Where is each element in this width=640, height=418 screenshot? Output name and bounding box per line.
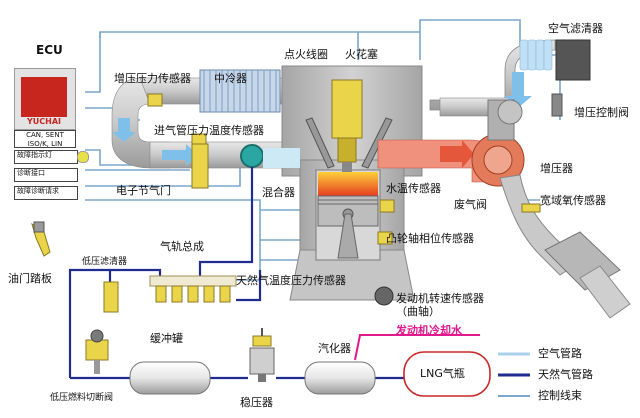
label-vaporizer: 汽化器 xyxy=(318,342,351,355)
ecu-diagnostic-port: 诊断接口 xyxy=(14,168,78,182)
label-regulator: 稳压器 xyxy=(240,396,273,409)
label-mixer: 混合器 xyxy=(262,186,295,199)
label-ng-temp-pressure-sensor: 天然气温度压力传感器 xyxy=(236,274,346,287)
vaporizer xyxy=(304,361,376,395)
buffer-tank xyxy=(129,361,211,395)
label-buffer-tank: 缓冲罐 xyxy=(150,332,183,345)
engine-speed-sensor xyxy=(374,286,394,306)
lng-bottle xyxy=(403,351,491,397)
label-coolant: 发动机冷却水 xyxy=(396,324,462,337)
cam-sensor xyxy=(377,231,393,245)
regulator xyxy=(249,328,275,382)
shutoff-valve xyxy=(85,329,109,374)
label-air-filter: 空气滤清器 xyxy=(548,22,603,35)
exhaust-downpipe xyxy=(499,174,631,319)
label-lng-bottle: LNG气瓶 xyxy=(420,367,465,380)
ecu-fault-indicator: 故障指示灯 xyxy=(14,150,89,164)
rail-assembly xyxy=(149,275,237,303)
boost-control-valve xyxy=(551,93,563,117)
gas-lines xyxy=(68,167,404,380)
label-intercooler: 中冷器 xyxy=(214,72,247,85)
coolant-line xyxy=(354,334,480,361)
air-flow-arrow xyxy=(162,144,198,166)
label-low-pressure-filter: 低压滤清器 xyxy=(82,257,128,267)
label-wastegate: 废气阀 xyxy=(454,198,487,211)
label-cam-sensor: 凸轮轴相位传感器 xyxy=(386,232,474,245)
label-ignition-coil: 点火线圈 xyxy=(284,48,328,61)
legend-air: 空气管路 xyxy=(538,347,582,360)
water-temp-sensor xyxy=(379,199,395,213)
label-boost-pressure-sensor: 增压压力传感器 xyxy=(114,72,191,85)
ecu-diagnostic-request: 故障诊断请求 xyxy=(14,186,78,200)
ecu-logo-text: YUCHAI xyxy=(26,117,62,126)
electronic-throttle xyxy=(191,143,209,189)
air-filter xyxy=(555,39,591,81)
wide-o2-sensor xyxy=(521,203,541,213)
ecu-title: ECU xyxy=(36,43,63,57)
ecu-can-label: CAN, SENT ISO/K, LIN xyxy=(14,130,76,148)
label-engine-speed-sensor: 发动机转速传感器（曲轴） xyxy=(396,292,484,318)
label-boost-control-valve: 增压控制阀 xyxy=(574,106,629,119)
boost-pressure-sensor xyxy=(147,93,163,107)
label-turbo: 增压器 xyxy=(540,162,573,175)
label-electronic-throttle: 电子节气门 xyxy=(116,184,171,197)
exhaust-flow-arrow xyxy=(440,140,474,168)
label-shutoff-valve: 低压燃料切断阀 xyxy=(50,393,114,403)
low-pressure-filter xyxy=(103,281,119,313)
label-rail-assembly: 气轨总成 xyxy=(160,240,204,253)
accelerator-pedal xyxy=(31,221,51,257)
legend-gas: 天然气管路 xyxy=(538,368,593,381)
ecu-logo: YUCHAI xyxy=(14,68,76,130)
label-water-temp-sensor: 水温传感器 xyxy=(386,182,441,195)
turbocharger xyxy=(471,99,525,187)
mixer xyxy=(240,144,264,168)
label-spark-plug: 火花塞 xyxy=(345,48,378,61)
legend-lines xyxy=(498,352,530,397)
label-wide-o2-sensor: 宽域氧传感器 xyxy=(540,194,606,207)
label-intake-temp-pressure-sensor: 进气管压力温度传感器 xyxy=(154,124,264,137)
legend-control: 控制线束 xyxy=(538,389,582,402)
label-accelerator-pedal: 油门踏板 xyxy=(8,272,52,285)
